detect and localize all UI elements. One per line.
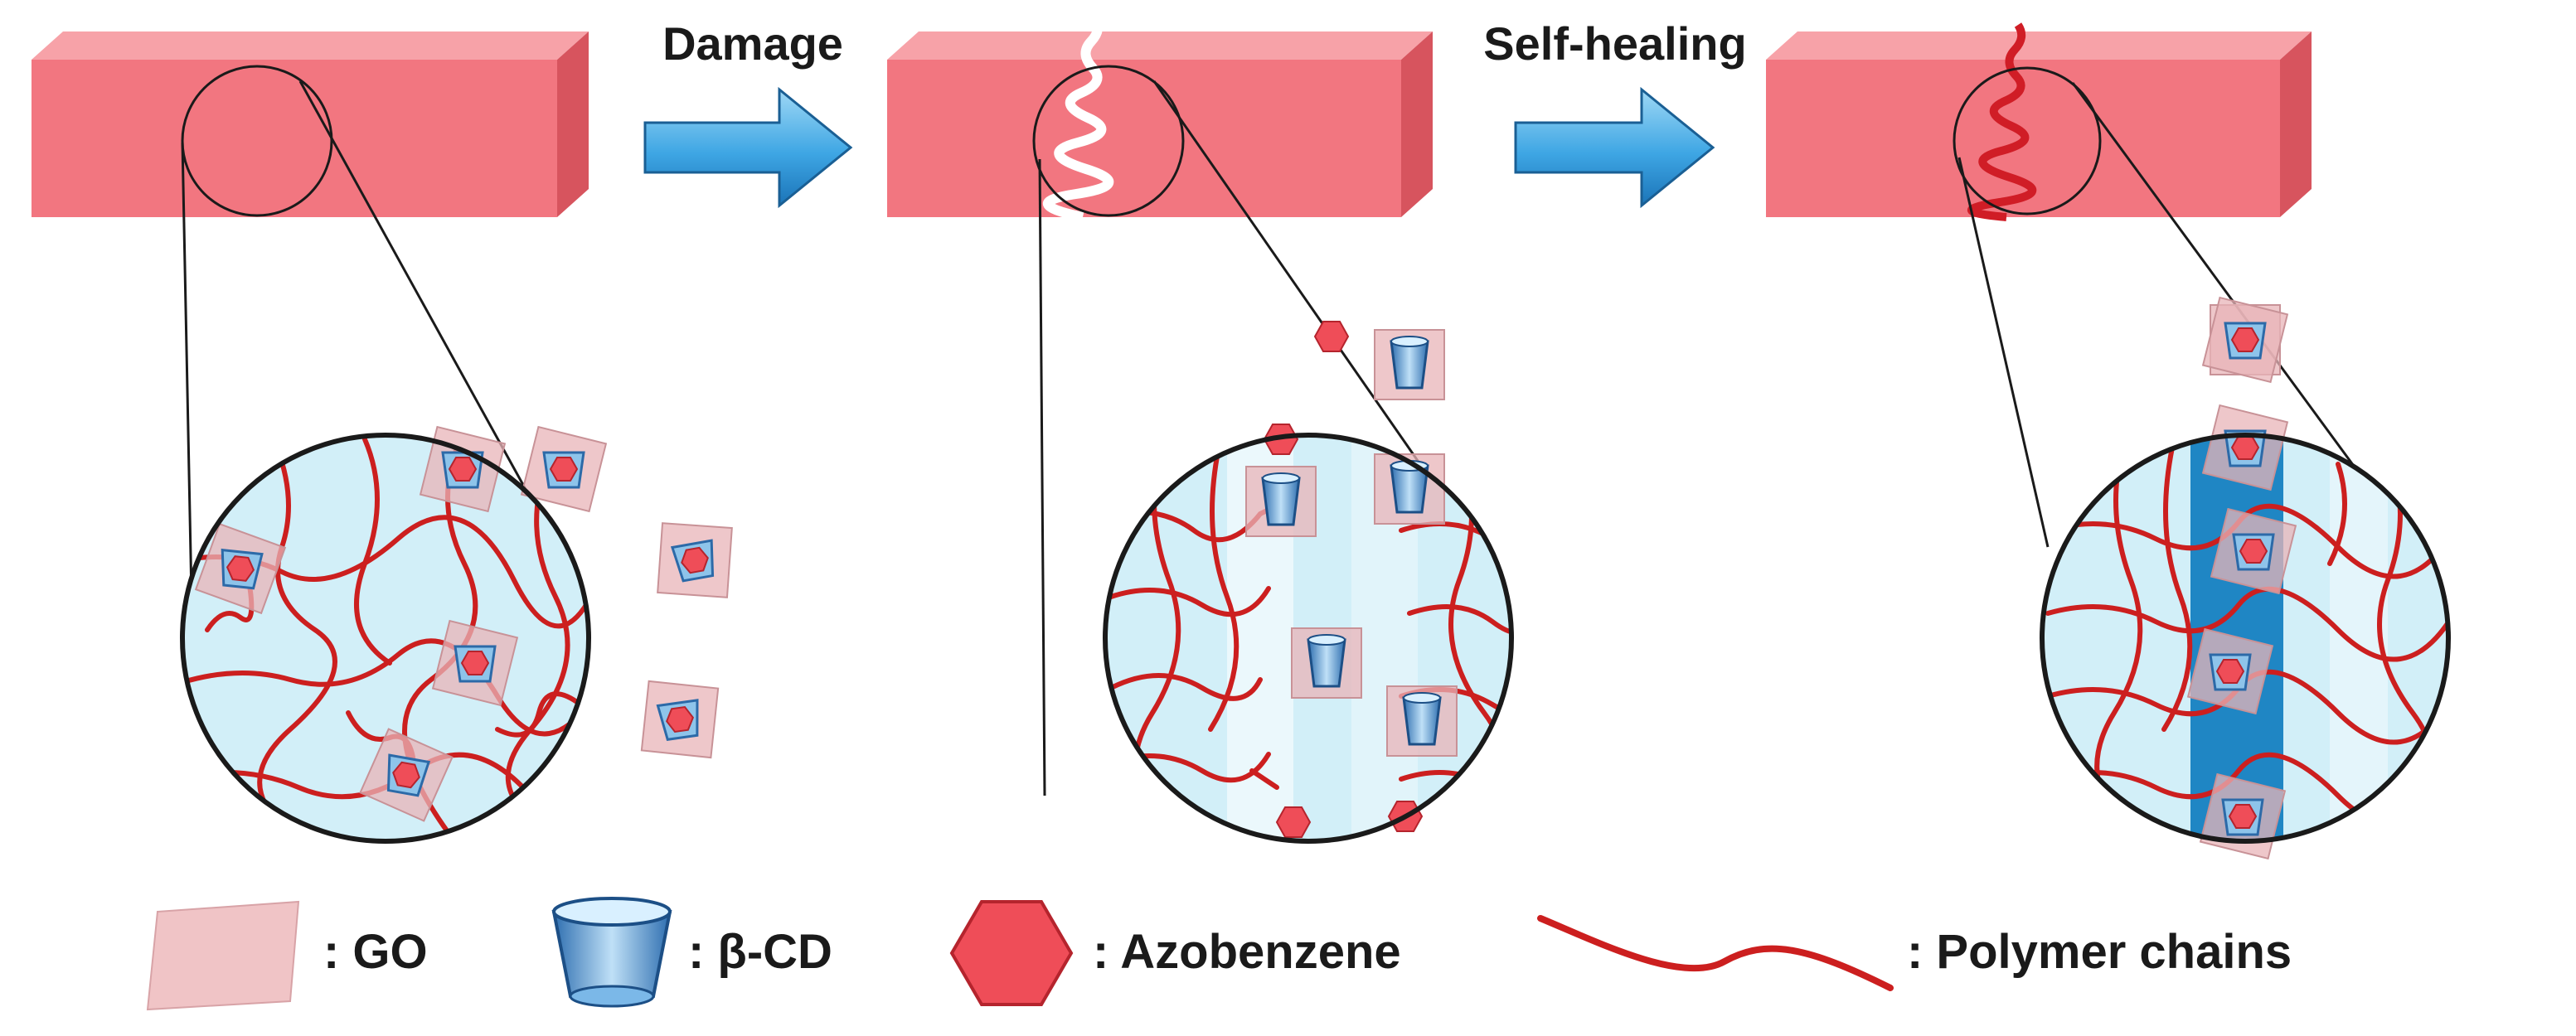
bulk-material-intact xyxy=(32,31,589,217)
healed-seam xyxy=(1967,22,2037,221)
network-zoom-damaged xyxy=(1103,321,1514,844)
bulk-material-damaged xyxy=(887,13,1433,222)
network-zoom-healed xyxy=(2040,298,2451,859)
legend-cd-label: : β-CD xyxy=(688,925,832,979)
legend-azo-label: : Azobenzene xyxy=(1093,925,1401,979)
azobenzene-icon xyxy=(949,900,1074,1006)
legend-chains-label: : Polymer chains xyxy=(1907,925,2292,979)
damage-label: Damage xyxy=(662,17,843,70)
damage-arrow-icon xyxy=(643,86,853,209)
legend-go-label: : GO xyxy=(323,925,428,979)
go-sheet-icon xyxy=(146,900,300,1011)
crack xyxy=(1042,13,1114,222)
polymer-chain-icon xyxy=(1537,915,1894,991)
self-healing-arrow-icon xyxy=(1514,86,1715,209)
self-healing-label: Self-healing xyxy=(1483,17,1746,70)
legend: : GO : β-CD : Azobenzene : Polymer chain… xyxy=(146,897,2292,1011)
bulk-material-healed xyxy=(1766,22,2312,221)
beta-cd-icon xyxy=(551,897,672,1008)
network-zoom-intact xyxy=(180,427,744,844)
